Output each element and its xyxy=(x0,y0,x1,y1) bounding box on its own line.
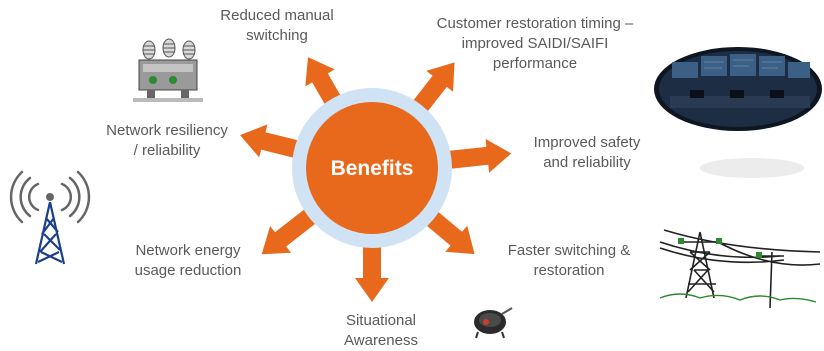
control-room-icon xyxy=(654,47,822,178)
radio-tower-icon xyxy=(9,170,91,265)
hub-circle xyxy=(306,102,438,234)
benefit-label-faster-switching: Faster switching & restoration xyxy=(507,242,631,279)
benefit-label-improved-safety: Improved safety and reliability xyxy=(533,134,641,171)
sensor-device-icon xyxy=(474,307,513,339)
hub-label: Benefits xyxy=(331,157,414,180)
benefit-label-network-resiliency: Network resiliency / reliability xyxy=(106,122,228,159)
power-lines-icon xyxy=(659,229,821,309)
benefit-label-customer-restoration-timing: Customer restoration timing – improved S… xyxy=(436,15,634,72)
benefit-label-situational-awareness: Situational Awareness xyxy=(344,312,418,349)
benefit-label-network-energy: Network energy usage reduction xyxy=(134,242,242,279)
switchgear-icon xyxy=(133,38,203,102)
benefit-label-reduced-manual-switching: Reduced manual switching xyxy=(220,7,334,44)
